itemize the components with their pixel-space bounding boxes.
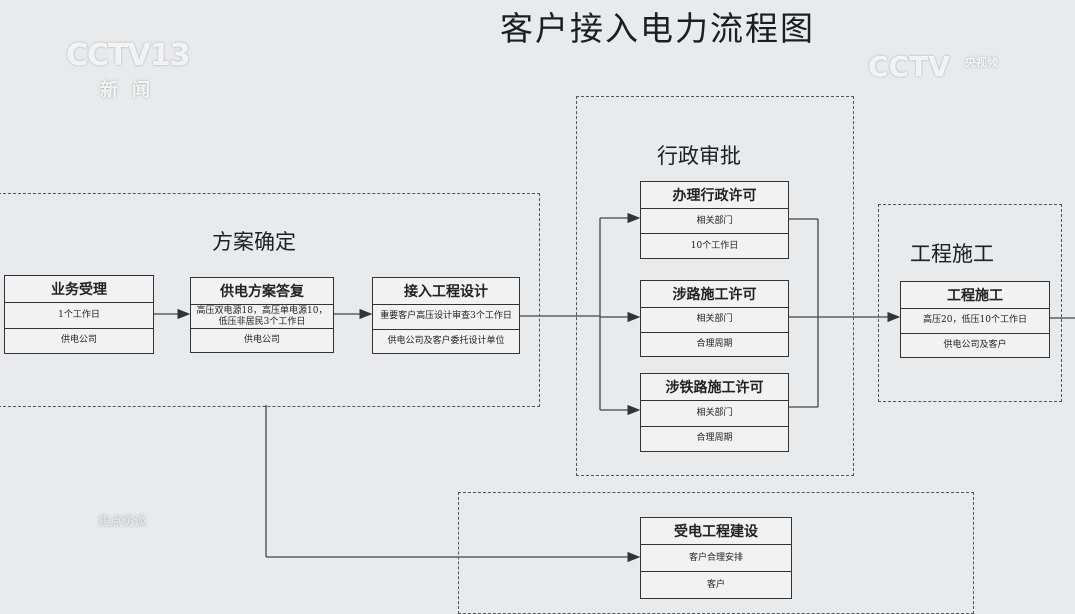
box-duration: 10个工作日 bbox=[641, 233, 788, 258]
box-reply: 供电方案答复 高压双电源18，高压单电源10，低压非居民3个工作日 供电公司 bbox=[190, 277, 334, 353]
box-receive: 受电工程建设 客户合理安排 客户 bbox=[640, 517, 792, 599]
box-title: 受电工程建设 bbox=[641, 518, 791, 545]
box-party: 相关部门 bbox=[696, 314, 733, 325]
box-title: 办理行政许可 bbox=[641, 182, 788, 209]
group-construction bbox=[878, 204, 1062, 402]
box-duration: 客户合理安排 bbox=[688, 552, 743, 563]
box-title: 供电方案答复 bbox=[191, 278, 333, 305]
box-accept: 业务受理 1个工作日 供电公司 bbox=[4, 275, 154, 354]
group-plan bbox=[0, 193, 540, 407]
box-design: 接入工程设计 重要客户高压设计审查3个工作日 供电公司及客户委托设计单位 bbox=[372, 277, 520, 354]
box-title: 接入工程设计 bbox=[373, 278, 519, 305]
yangshipin-logo: 央视频 bbox=[965, 56, 998, 69]
box-title: 工程施工 bbox=[901, 282, 1049, 309]
box-construction: 工程施工 高压20，低压10个工作日 供电公司及客户 bbox=[900, 281, 1050, 358]
news-logo-text: 新闻 bbox=[100, 80, 164, 101]
group-approval bbox=[576, 96, 854, 476]
cctv-logo: CCTV bbox=[868, 50, 950, 83]
box-admin-permit: 办理行政许可 相关部门 10个工作日 bbox=[640, 181, 789, 259]
jiaodian-watermark: 焦点访谈 bbox=[98, 514, 147, 528]
cctv13-logo: CCTV13 bbox=[66, 38, 190, 73]
box-party: 相关部门 bbox=[696, 407, 733, 418]
box-rail-permit: 涉铁路施工许可 相关部门 合理周期 bbox=[640, 373, 789, 452]
box-party: 相关部门 bbox=[696, 215, 733, 226]
page-title: 客户接入电力流程图 bbox=[500, 9, 815, 48]
box-title: 涉路施工许可 bbox=[641, 281, 788, 308]
box-duration: 重要客户高压设计审查3个工作日 bbox=[380, 311, 512, 322]
group-plan-label: 方案确定 bbox=[212, 230, 296, 254]
box-party: 供电公司及客户委托设计单位 bbox=[373, 328, 519, 354]
box-duration: 高压20，低压10个工作日 bbox=[923, 315, 1027, 326]
box-party: 供电公司 bbox=[191, 328, 333, 352]
box-duration: 合理周期 bbox=[641, 425, 788, 452]
box-duration: 高压双电源18，高压单电源10，低压非居民3个工作日 bbox=[196, 305, 328, 327]
box-title: 涉铁路施工许可 bbox=[641, 374, 788, 401]
box-party: 供电公司 bbox=[5, 327, 153, 354]
connector-lines bbox=[152, 212, 1075, 563]
group-construction-label: 工程施工 bbox=[910, 242, 994, 266]
group-approval-label: 行政审批 bbox=[657, 144, 741, 168]
box-duration: 合理周期 bbox=[641, 331, 788, 357]
box-title: 业务受理 bbox=[5, 276, 153, 303]
box-party: 供电公司及客户 bbox=[901, 332, 1049, 358]
box-road-permit: 涉路施工许可 相关部门 合理周期 bbox=[640, 280, 789, 357]
box-duration: 1个工作日 bbox=[58, 309, 100, 320]
box-party: 客户 bbox=[641, 571, 791, 598]
